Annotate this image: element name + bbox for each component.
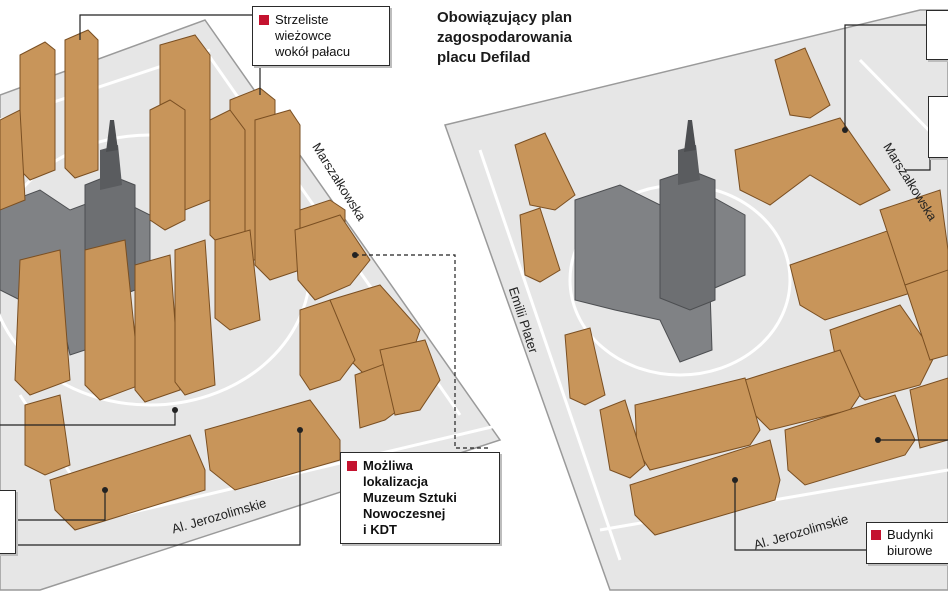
towers-left xyxy=(0,29,346,403)
museum-line-4: Nowoczesnej xyxy=(363,506,446,521)
offices-line-1: Budynki xyxy=(887,527,934,542)
right-map xyxy=(444,9,948,591)
museum-line-3: Muzeum Sztuki xyxy=(363,490,457,505)
heading-line-3: placu Defilad xyxy=(437,49,531,66)
heading-line-1: Obowiązujący plan xyxy=(437,9,573,26)
heading-line-2: zagospodarowania xyxy=(437,29,573,46)
museum-line-5: i KDT xyxy=(363,522,397,537)
left-edge-callout xyxy=(0,490,16,554)
bullet-icon xyxy=(871,530,881,540)
bullet-icon xyxy=(347,461,357,471)
palace-right xyxy=(574,120,746,363)
towers-callout: Strzeliste wieżowce wokół pałacu xyxy=(252,6,390,66)
left-map xyxy=(0,14,502,591)
plan-heading: Obowiązujący plan zagospodarowania placu… xyxy=(437,8,637,68)
museum-line-2: lokalizacja xyxy=(363,474,429,489)
blocks-right xyxy=(514,47,948,536)
right-leaders xyxy=(734,24,948,551)
right-mid-edge-callout xyxy=(928,96,948,158)
museum-line-1: Możliwa xyxy=(363,458,413,473)
left-leaders xyxy=(0,14,490,546)
towers-line-1: Strzeliste xyxy=(275,12,329,27)
towers-line-2: wieżowce xyxy=(275,28,332,43)
blocks-left xyxy=(24,214,441,531)
towers-line-3: wokół pałacu xyxy=(275,44,351,59)
offices-callout: Budynki biurowe xyxy=(866,522,948,564)
offices-line-2: biurowe xyxy=(887,543,933,558)
bullet-icon xyxy=(259,15,269,25)
museum-callout: Możliwa lokalizacja Muzeum Sztuki Nowocz… xyxy=(340,452,500,544)
right-top-edge-callout xyxy=(926,10,948,60)
